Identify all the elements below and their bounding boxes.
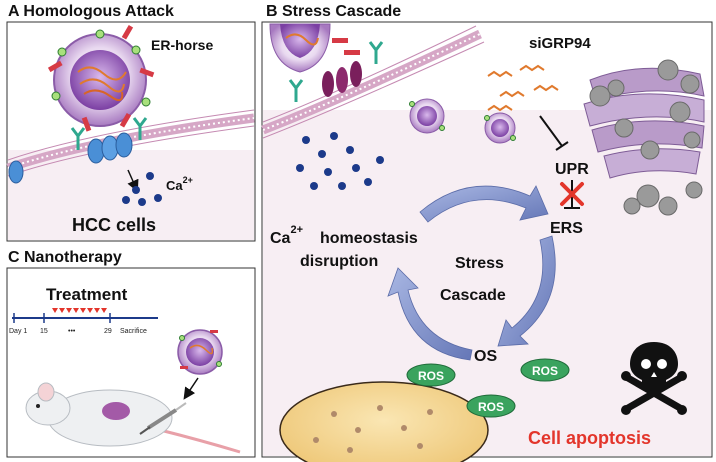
panel-b-title: B Stress Cascade (266, 3, 401, 20)
treatment-timeline (12, 308, 158, 323)
cell-apoptosis-label: Cell apoptosis (528, 428, 651, 448)
er-horse-vesicle (47, 24, 155, 132)
panel-a-cell-interior (8, 150, 254, 240)
ros-bubble: ROS (466, 394, 516, 418)
panel-b-fusing-vesicle (269, 23, 384, 102)
ros-text: ROS (418, 369, 444, 383)
panel-b-small-vesicles (409, 98, 516, 144)
mouse-illustration (25, 382, 241, 454)
panel-a-ca-dots (122, 172, 162, 206)
ros-text: ROS (532, 364, 558, 378)
nucleus (279, 381, 489, 462)
timeline-day29: 29 (104, 328, 112, 335)
endoplasmic-reticulum (583, 59, 705, 216)
inhibit-upr-bar (555, 141, 569, 151)
panel-b-ca-dots (296, 132, 384, 190)
panel-b-membrane (261, 25, 485, 139)
sigrp94-label: siGRP94 (529, 35, 591, 52)
timeline-day15: 15 (40, 328, 48, 335)
panel-a-release-arrow (127, 169, 139, 193)
timeline-dots: ••• (68, 328, 76, 335)
panel-c-injection-arrow (183, 377, 199, 400)
treatment-label: Treatment (46, 285, 128, 304)
cascade-label: Cascade (440, 287, 506, 304)
skull-crossbones-icon (621, 342, 687, 415)
panel-a-title: A Homologous Attack (8, 3, 174, 20)
timeline-sacrifice: Sacrifice (120, 328, 147, 335)
cascade-cycle-arrows (387, 185, 556, 361)
inhibit-upr-line (539, 115, 563, 147)
timeline-day1: Day 1 (9, 328, 27, 335)
er-horse-label: ER-horse (151, 37, 213, 53)
stress-label: Stress (455, 255, 504, 272)
ers-label: ERS (550, 220, 583, 237)
upr-label: UPR (555, 161, 589, 178)
panel-c-title: C Nanotherapy (8, 249, 122, 266)
ros-text: ROS (478, 400, 504, 414)
sirna-strands (487, 64, 559, 112)
ros-bubble: ROS (406, 363, 456, 387)
block-x-icon (560, 182, 584, 206)
hcc-cells-label: HCC cells (72, 215, 156, 235)
disruption-label: disruption (300, 253, 378, 270)
panel-a-ca-label: Ca2+ (166, 175, 193, 193)
ros-bubble: ROS (520, 358, 570, 382)
panel-c-vesicle (177, 329, 223, 375)
os-label: OS (474, 348, 497, 365)
panel-a-ligands (70, 117, 148, 150)
homeostasis-label: homeostasis (320, 230, 418, 247)
panel-a-receptors (8, 132, 133, 184)
ca-label: Ca2+ (270, 224, 303, 247)
